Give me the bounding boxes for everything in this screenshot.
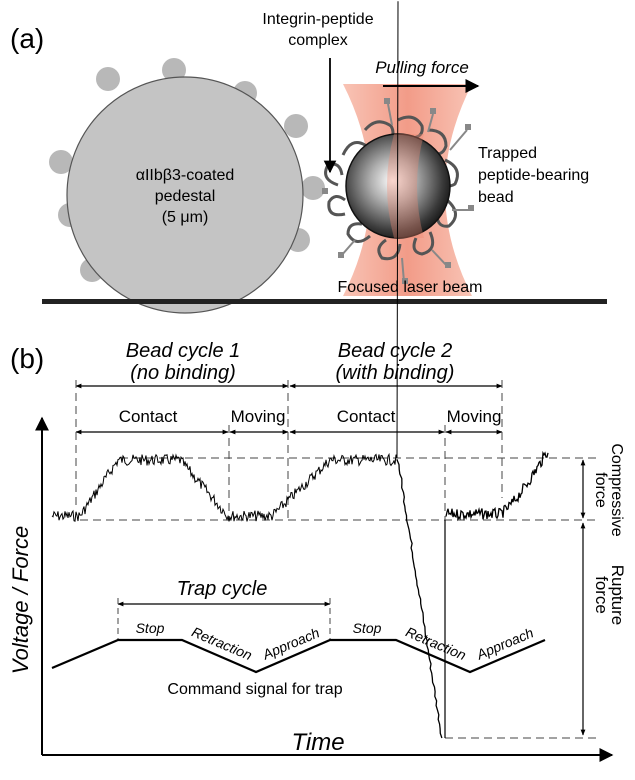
panel-b-label: (b): [10, 343, 44, 374]
stop-label-2: Stop: [353, 620, 382, 636]
bead-label-2: peptide-bearing: [478, 167, 589, 184]
cycle2-subtitle: (with binding): [336, 362, 455, 384]
complex-label-2: complex: [288, 32, 348, 49]
pedestal-label-2: pedestal: [155, 188, 216, 205]
laser-label: Focused laser beam: [338, 279, 483, 296]
ground-surface: [42, 299, 607, 304]
pulling-force-label: Pulling force: [375, 58, 469, 77]
pedestal-label-1: αIIbβ3-coated: [136, 167, 235, 184]
cycle2-title: Bead cycle 2: [338, 340, 453, 362]
x-axis-label: Time: [291, 729, 344, 756]
trap-cycle-ticks: [117, 598, 331, 640]
contact-label-1: Contact: [119, 407, 178, 426]
command-signal: [51, 638, 546, 674]
moving-label-1: Moving: [231, 407, 286, 426]
force-trace: [51, 1, 399, 522]
trap-cycle-label: Trap cycle: [177, 578, 268, 600]
bead-label-1: Trapped: [478, 145, 537, 162]
moving-label-2: Moving: [447, 407, 502, 426]
complex-label-1: Integrin-peptide: [262, 11, 373, 28]
bead-label-3: bead: [478, 189, 514, 206]
panel-a-label: (a): [10, 23, 44, 54]
laser-overlay: [387, 134, 424, 238]
command-label: Command signal for trap: [167, 681, 342, 698]
contact-label-2: Contact: [337, 407, 396, 426]
pedestal-sphere: [66, 76, 304, 314]
rupture-label-2: force: [592, 576, 611, 614]
y-axis-label: Voltage / Force: [8, 526, 33, 674]
stop-label-1: Stop: [136, 620, 165, 636]
cycle1-title: Bead cycle 1: [126, 340, 241, 362]
rupture-trace: [396, 450, 549, 739]
peptide-stalks: [340, 103, 470, 283]
rupture-label-1: Rupture: [608, 565, 627, 625]
cycle1-subtitle: (no binding): [130, 362, 236, 384]
compressive-label-2: force: [592, 472, 609, 508]
compressive-label-1: Compressive: [608, 443, 625, 536]
pedestal-label-3: (5 μm): [162, 209, 209, 226]
